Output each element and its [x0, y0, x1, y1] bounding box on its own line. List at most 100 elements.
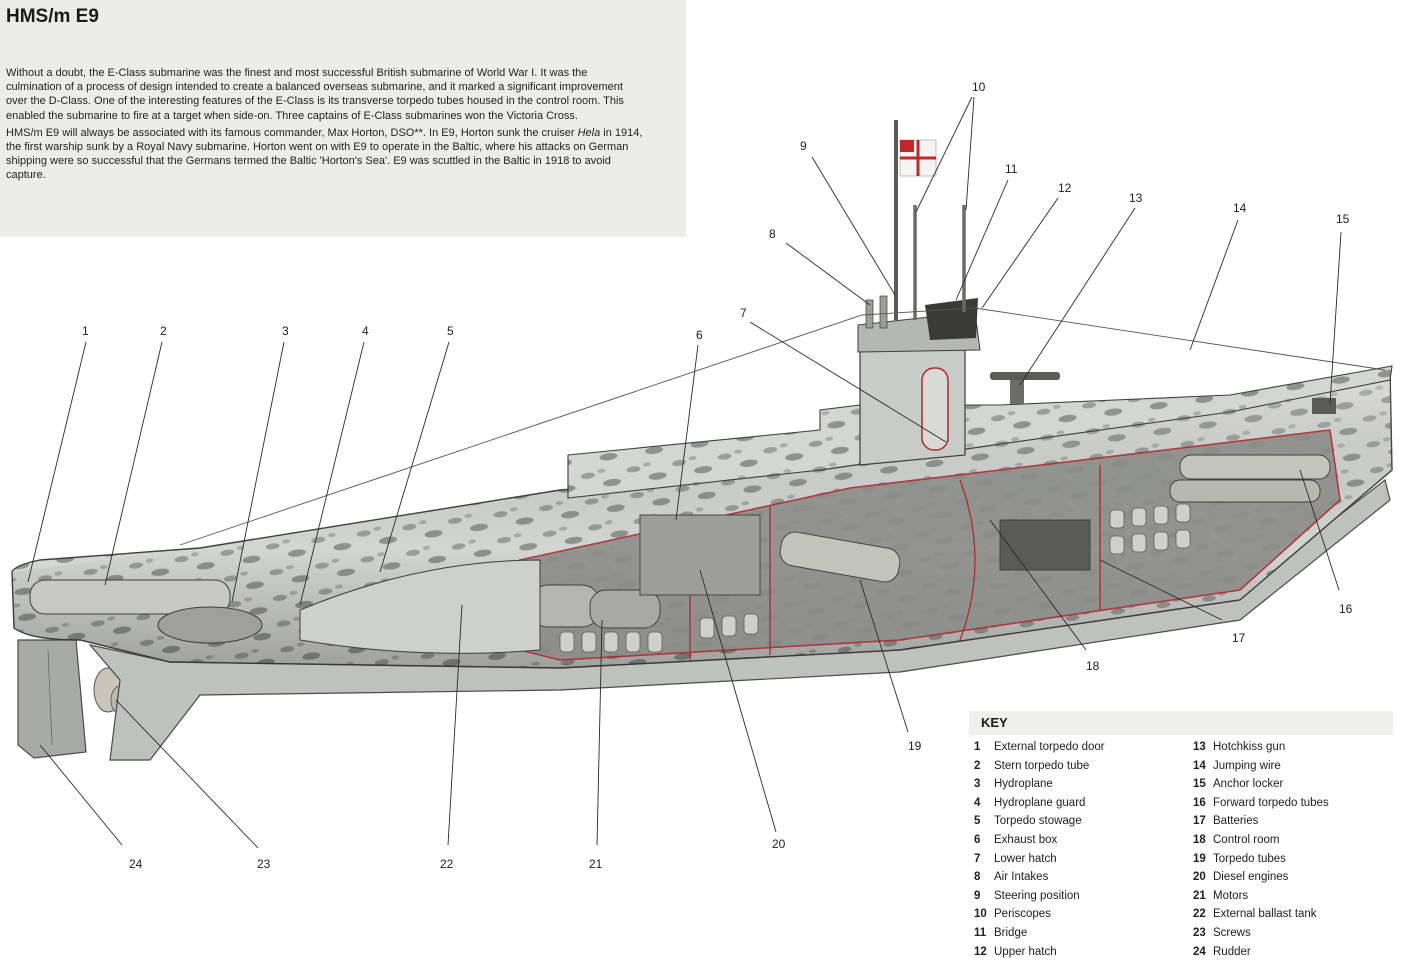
key-item: 17 Batteries — [1193, 812, 1403, 831]
key-label: Diesel engines — [1213, 871, 1289, 884]
key-label: Hydroplane guard — [994, 796, 1086, 809]
callout-22: 22 — [440, 857, 454, 871]
key-item: 21 Motors — [1193, 887, 1403, 906]
key-number: 12 — [974, 945, 987, 958]
key-number: 15 — [1193, 778, 1206, 791]
key-column-left: 1 External torpedo door 2 Stern torpedo tu… — [974, 738, 1189, 961]
stern-torpedo-tube — [29, 579, 231, 615]
ballast-frames — [559, 503, 1191, 653]
callout-8: 8 — [769, 227, 776, 241]
key-label: Screws — [1213, 926, 1251, 939]
key-item: 24 Rudder — [1193, 943, 1403, 961]
key-number: 2 — [974, 759, 981, 772]
callout-3: 3 — [282, 324, 289, 338]
key-item: 1 External torpedo door — [974, 738, 1189, 757]
callout-23: 23 — [257, 857, 271, 871]
callout-16: 16 — [1339, 602, 1353, 616]
key-label: Anchor locker — [1213, 778, 1284, 791]
key-number: 18 — [1193, 833, 1206, 846]
key-label: Periscopes — [994, 908, 1051, 921]
key-item: 15 Anchor locker — [1193, 775, 1403, 794]
key-number: 11 — [974, 926, 987, 939]
key-number: 1 — [974, 741, 981, 753]
intro-paragraph-2: HMS/m E9 will always be associated with … — [6, 126, 646, 183]
callout-21: 21 — [589, 857, 603, 871]
key-label: Batteries — [1213, 815, 1259, 828]
callout-9: 9 — [800, 139, 807, 153]
key-number: 21 — [1193, 889, 1206, 902]
hydroplane — [157, 606, 263, 644]
key-number: 19 — [1193, 852, 1206, 865]
callout-6: 6 — [696, 328, 703, 342]
key-label: Upper hatch — [994, 945, 1057, 958]
key-number: 14 — [1193, 759, 1206, 772]
key-number: 13 — [1193, 741, 1206, 753]
intro-title: HMS/m E9 — [6, 6, 99, 27]
key-item: 23 Screws — [1193, 924, 1403, 943]
intro-p2-ship-name: Hela — [577, 126, 601, 139]
key-number: 16 — [1193, 796, 1206, 809]
callout-18: 18 — [1086, 659, 1100, 673]
key-number: 10 — [974, 908, 987, 921]
key-label: Rudder — [1213, 945, 1251, 958]
callout-2: 2 — [160, 324, 167, 338]
callout-1: 1 — [82, 324, 89, 338]
key-number: 5 — [974, 815, 981, 828]
callout-10: 10 — [972, 80, 986, 94]
key-item: 5 Torpedo stowage — [974, 812, 1189, 831]
key-item: 8 Air Intakes — [974, 868, 1189, 887]
key-item: 7 Lower hatch — [974, 850, 1189, 869]
anchor-locker — [1312, 398, 1336, 414]
key-number: 23 — [1193, 926, 1206, 939]
key-label: Jumping wire — [1213, 759, 1281, 772]
key-number: 9 — [974, 889, 981, 902]
key-label: Bridge — [994, 926, 1028, 939]
callout-11: 11 — [1005, 162, 1018, 176]
key-number: 8 — [974, 871, 981, 884]
key-label: Control room — [1213, 833, 1280, 846]
key-label: External torpedo door — [994, 741, 1105, 753]
external-ballast-tank — [299, 559, 541, 654]
callout-7: 7 — [740, 306, 747, 320]
intro-p2-start: HMS/m E9 will always be associated with … — [6, 126, 578, 139]
key-item: 2 Stern torpedo tube — [974, 757, 1189, 776]
key-label: Air Intakes — [994, 871, 1049, 884]
key-item: 10 Periscopes — [974, 905, 1189, 924]
key-number: 17 — [1193, 815, 1206, 828]
jumping-wire — [179, 307, 1386, 546]
key-label: Forward torpedo tubes — [1213, 796, 1329, 809]
key-label: Torpedo tubes — [1213, 852, 1286, 865]
key-item: 12 Upper hatch — [974, 943, 1189, 961]
key-label: Lower hatch — [994, 852, 1057, 865]
intro-panel: HMS/m E9 Without a doubt, the E-Class su… — [0, 0, 686, 237]
callout-15: 15 — [1336, 212, 1350, 226]
callout-numbers: 1 2 3 4 5 6 7 8 9 10 11 12 13 14 15 16 1… — [82, 80, 1353, 871]
key-item: 16 Forward torpedo tubes — [1193, 794, 1403, 813]
key-number: 24 — [1193, 945, 1206, 958]
key-item: 13 Hotchkiss gun — [1193, 738, 1403, 757]
callout-12: 12 — [1058, 181, 1072, 195]
key-label: Stern torpedo tube — [994, 759, 1090, 772]
key-number: 22 — [1193, 908, 1206, 921]
callout-14: 14 — [1233, 201, 1247, 215]
key-item: 9 Steering position — [974, 887, 1189, 906]
leader-lines — [27, 96, 1342, 849]
key-label: Hotchkiss gun — [1213, 741, 1286, 753]
key-number: 7 — [974, 852, 981, 865]
key-label: Torpedo stowage — [994, 815, 1082, 828]
callout-17: 17 — [1232, 631, 1246, 645]
machinery — [529, 454, 1331, 629]
key-label: Motors — [1213, 889, 1249, 902]
key-label: Steering position — [994, 889, 1080, 902]
callout-20: 20 — [772, 837, 786, 851]
key-number: 6 — [974, 833, 981, 846]
key-label: Hydroplane — [994, 778, 1053, 791]
key-item: 11 Bridge — [974, 924, 1189, 943]
white-ensign — [899, 139, 937, 177]
